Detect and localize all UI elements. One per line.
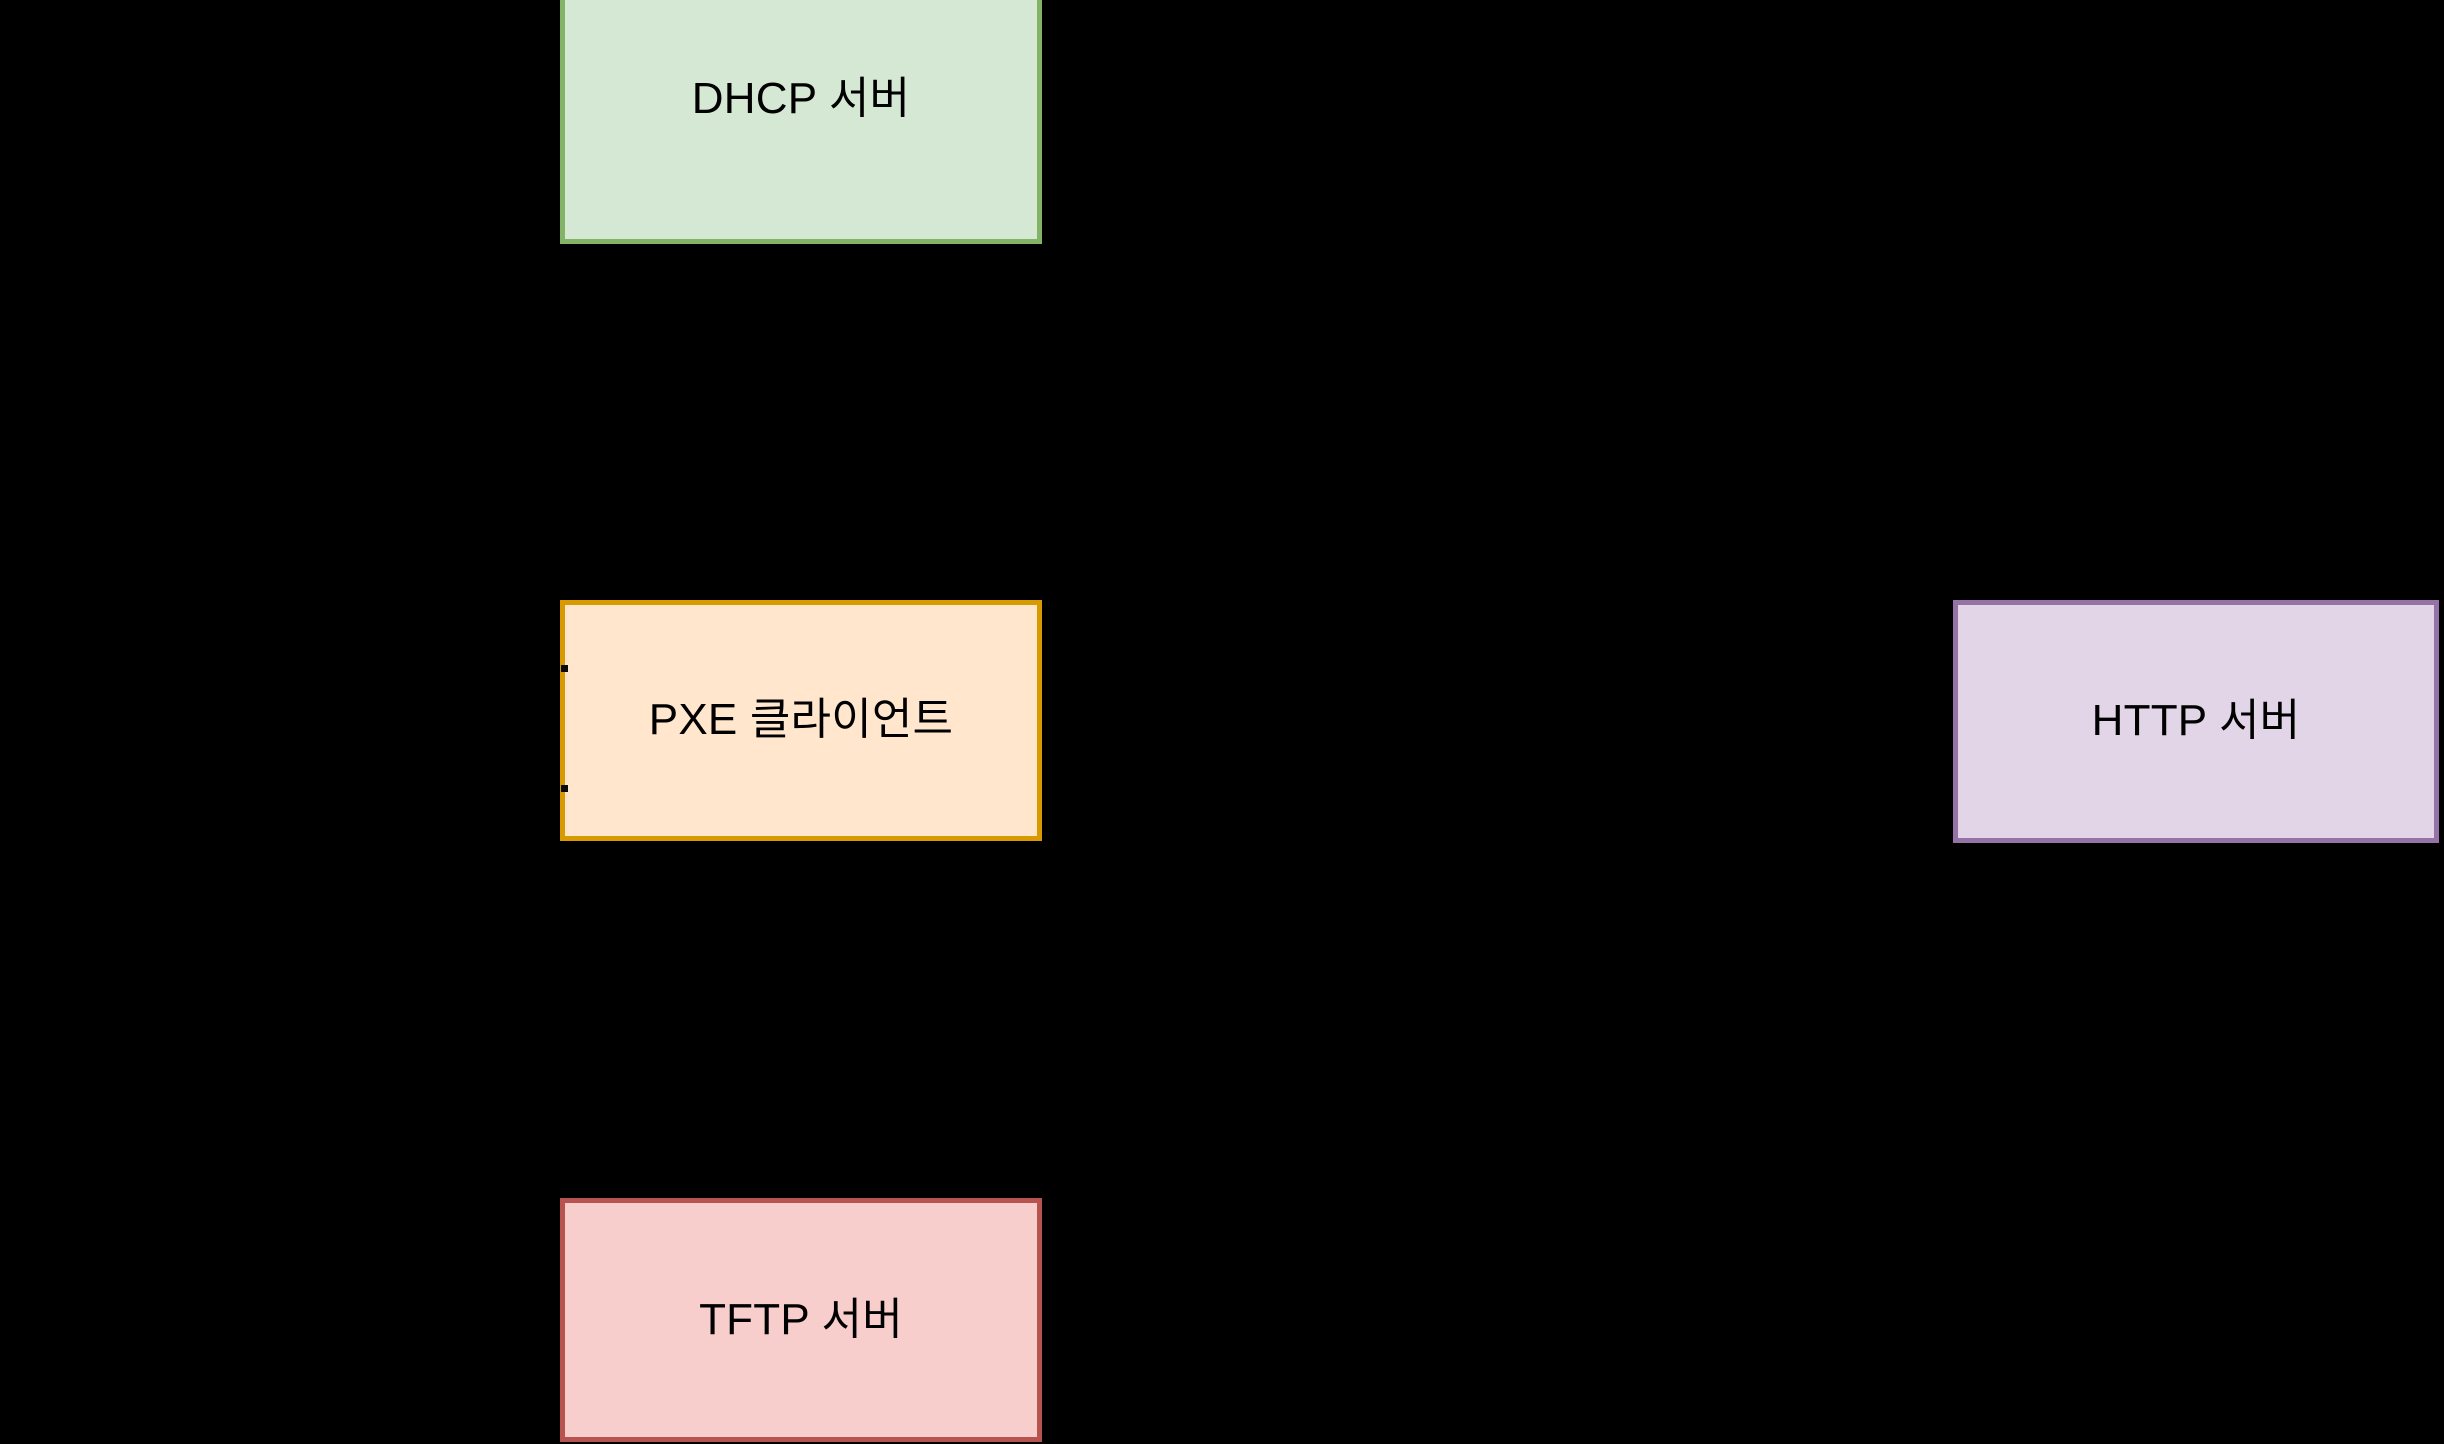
node-http-server-label: HTTP 서버 — [2091, 696, 2301, 746]
connection-point-left-lower[interactable] — [561, 785, 568, 792]
node-http-server[interactable]: HTTP 서버 — [1953, 600, 2439, 843]
node-tftp-server[interactable]: TFTP 서버 — [560, 1198, 1042, 1442]
node-dhcp-server[interactable]: DHCP 서버 — [560, 0, 1042, 244]
node-pxe-client-label: PXE 클라이언트 — [648, 695, 954, 745]
node-pxe-client[interactable]: PXE 클라이언트 — [560, 600, 1042, 841]
connection-point-left-upper[interactable] — [561, 665, 568, 672]
node-tftp-server-label: TFTP 서버 — [699, 1294, 903, 1344]
node-dhcp-server-label: DHCP 서버 — [691, 73, 911, 123]
